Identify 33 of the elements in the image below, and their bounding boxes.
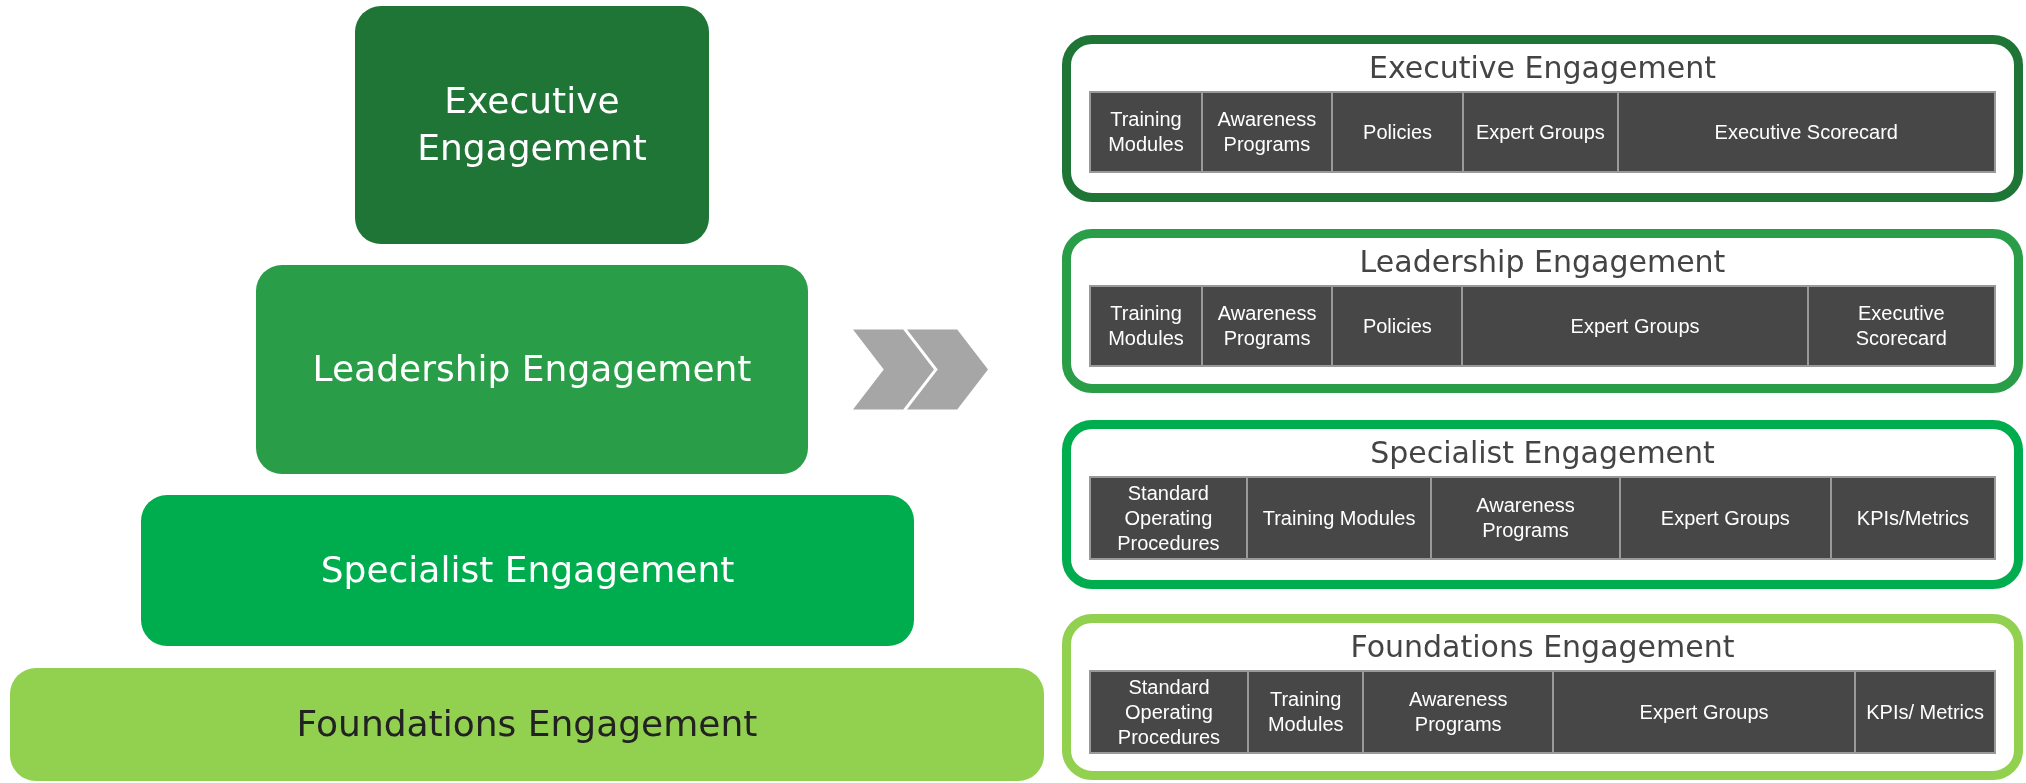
chevron-arrow bbox=[853, 329, 988, 410]
item-cell: Awareness Programs bbox=[1203, 287, 1332, 365]
pyramid-tier: Foundations Engagement bbox=[10, 668, 1044, 781]
item-cell: Executive Scorecard bbox=[1618, 93, 1994, 171]
item-cell: Awareness Programs bbox=[1202, 93, 1331, 171]
item-cell: Training Modules bbox=[1091, 287, 1201, 365]
engagement-panel bbox=[1062, 229, 2023, 393]
panel-title: Foundations Engagement bbox=[1350, 629, 1735, 664]
pyramid-tier: Leadership Engagement bbox=[256, 265, 808, 474]
item-cell: KPIs/ Metrics bbox=[1856, 672, 1994, 752]
panel-title: Specialist Engagement bbox=[1370, 435, 1715, 470]
item-cell: Executive Scorecard bbox=[1808, 287, 1994, 365]
panel-title: Executive Engagement bbox=[1369, 50, 1716, 85]
item-cell: Expert Groups bbox=[1464, 93, 1617, 171]
panel-title: Leadership Engagement bbox=[1359, 244, 1726, 279]
item-cell: Standard Operating Procedures bbox=[1091, 478, 1246, 558]
item-cell: Policies bbox=[1332, 93, 1463, 171]
item-cell: Policies bbox=[1333, 287, 1462, 365]
engagement-panel bbox=[1062, 614, 2023, 780]
engagement-panel bbox=[1062, 420, 2023, 589]
item-cell: Awareness Programs bbox=[1432, 478, 1619, 558]
item-cell: Expert Groups bbox=[1620, 478, 1830, 558]
item-cell: Expert Groups bbox=[1463, 287, 1807, 365]
pyramid-tier: Executive Engagement bbox=[355, 6, 709, 244]
pyramid-tier: Specialist Engagement bbox=[141, 495, 914, 646]
item-cell: Standard Operating Procedures bbox=[1091, 672, 1247, 752]
item-cell: KPIs/Metrics bbox=[1832, 478, 1994, 558]
item-cell: Training Modules bbox=[1091, 93, 1201, 171]
item-cell: Training Modules bbox=[1247, 478, 1431, 558]
item-cell: Expert Groups bbox=[1553, 672, 1855, 752]
engagement-panel bbox=[1062, 35, 2023, 202]
item-cell: Training Modules bbox=[1248, 672, 1363, 752]
item-cell: Awareness Programs bbox=[1364, 672, 1552, 752]
